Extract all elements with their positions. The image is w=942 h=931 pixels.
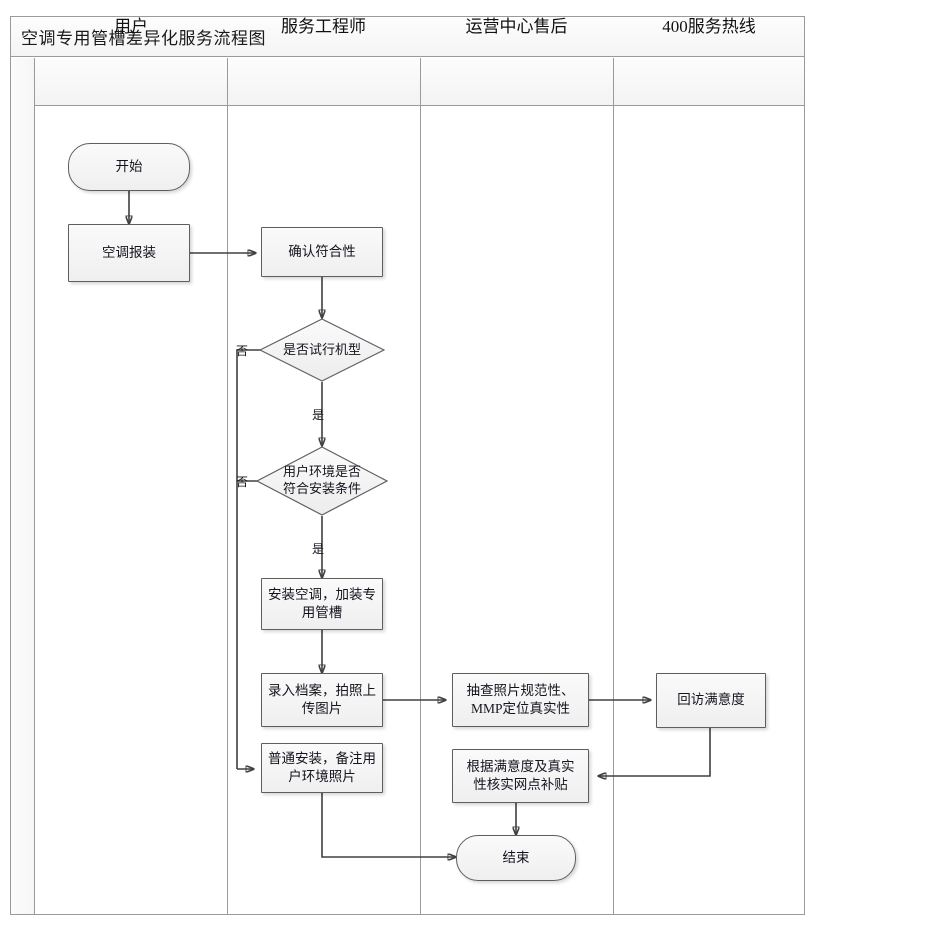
node-start-label: 开始	[115, 158, 143, 174]
node-subsidy[interactable]: 根据满意度及真实 性核实网点补贴	[452, 749, 589, 803]
node-followup[interactable]: 回访满意度	[656, 673, 766, 728]
node-end[interactable]: 结束	[456, 835, 576, 881]
edge-label-d2-yes: 是	[312, 542, 325, 556]
lane-divider-3	[613, 58, 614, 914]
lane-gutter	[11, 58, 35, 914]
node-install-label: 安装空调，加装专 用管槽	[262, 586, 382, 622]
node-decision-environment[interactable]: 用户环境是否 符合安装条件	[256, 446, 388, 516]
normal-line1: 普通安装，备注用	[268, 750, 376, 766]
archive-line1: 录入档案，拍照上	[268, 682, 376, 698]
diagram-title: 空调专用管槽差异化服务流程图	[21, 29, 266, 48]
node-inspect[interactable]: 抽查照片规范性、 MMP定位真实性	[452, 673, 589, 727]
edge-label-d1-no: 否	[236, 344, 249, 358]
inspect-line2: MMP定位真实性	[470, 701, 570, 716]
node-inspect-label: 抽查照片规范性、 MMP定位真实性	[461, 682, 581, 718]
node-archive[interactable]: 录入档案，拍照上 传图片	[261, 673, 383, 727]
edge-label-d2-no: 否	[236, 475, 249, 489]
lane-header-engineer: 服务工程师	[281, 16, 366, 36]
node-normal-install-label: 普通安装，备注用 户环境照片	[262, 750, 382, 786]
diamond-shape-1	[259, 318, 385, 382]
diagram-title-bar: 空调专用管槽差异化服务流程图	[11, 17, 804, 57]
node-report[interactable]: 空调报装	[68, 224, 190, 282]
edge-label-d1-yes: 是	[312, 408, 325, 422]
lane-header-ops: 运营中心售后	[465, 16, 568, 36]
node-decision-trial-model[interactable]: 是否试行机型	[259, 318, 385, 382]
node-confirm-label: 确认符合性	[288, 243, 356, 259]
archive-line2: 传图片	[301, 701, 343, 716]
node-end-label: 结束	[502, 849, 530, 865]
node-report-label: 空调报装	[102, 244, 156, 260]
node-install[interactable]: 安装空调，加装专 用管槽	[261, 578, 383, 630]
normal-line2: 户环境照片	[288, 769, 356, 784]
node-confirm[interactable]: 确认符合性	[261, 227, 383, 277]
subsidy-line2: 性核实网点补贴	[473, 777, 568, 792]
install-line1: 安装空调，加装专	[268, 586, 376, 602]
node-start[interactable]: 开始	[68, 143, 190, 191]
node-normal-install[interactable]: 普通安装，备注用 户环境照片	[261, 743, 383, 793]
inspect-line1: 抽查照片规范性、	[466, 682, 575, 698]
node-archive-label: 录入档案，拍照上 传图片	[262, 682, 382, 718]
subsidy-line1: 根据满意度及真实	[466, 758, 575, 774]
lane-header-band	[35, 58, 804, 106]
lane-divider-2	[420, 58, 421, 914]
lane-header-user: 用户	[114, 16, 148, 36]
lane-header-hotline: 400服务热线	[662, 16, 756, 36]
node-followup-label: 回访满意度	[677, 692, 745, 708]
node-subsidy-label: 根据满意度及真实 性核实网点补贴	[461, 758, 581, 794]
lane-divider-1	[227, 58, 228, 914]
install-line2: 用管槽	[301, 605, 343, 620]
diamond-shape-2	[256, 446, 388, 516]
